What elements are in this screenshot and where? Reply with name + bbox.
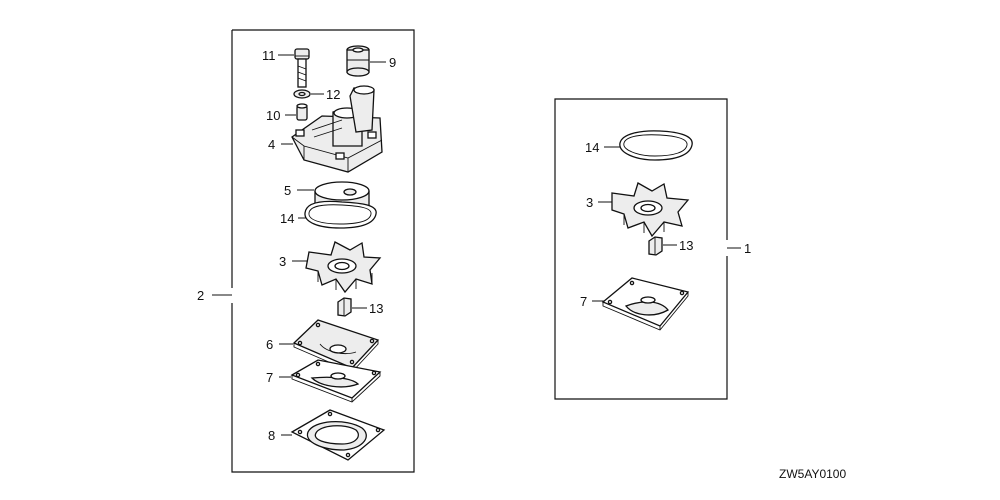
washer-part-12[interactable] — [293, 89, 311, 99]
gasket-part-14-right[interactable] — [619, 130, 693, 161]
grommet-part-9[interactable] — [346, 45, 370, 77]
pin-part-10[interactable] — [296, 103, 308, 121]
callout-part-6[interactable]: 6 — [266, 337, 273, 352]
callout-assembly-2[interactable]: 2 — [197, 288, 204, 303]
impeller-part-3-left[interactable] — [305, 241, 382, 294]
callout-part-14-right[interactable]: 14 — [585, 140, 599, 155]
plate-part-7-right[interactable] — [601, 277, 690, 331]
assembly-frame-right — [554, 98, 741, 400]
callout-part-13-right[interactable]: 13 — [679, 238, 693, 253]
callout-part-3-left[interactable]: 3 — [279, 254, 286, 269]
key-part-13-right[interactable] — [648, 236, 663, 256]
callout-part-7-left[interactable]: 7 — [266, 370, 273, 385]
callout-part-9[interactable]: 9 — [389, 55, 396, 70]
impeller-part-3-right[interactable] — [611, 182, 690, 238]
gasket-part-14-left[interactable] — [304, 200, 377, 229]
callout-part-14-left[interactable]: 14 — [280, 211, 294, 226]
diagram-code: ZW5AY0100 — [779, 467, 846, 481]
callout-part-7-right[interactable]: 7 — [580, 294, 587, 309]
plate-part-7-left[interactable] — [290, 359, 382, 403]
assembly-frame-left — [212, 29, 415, 473]
callout-part-4[interactable]: 4 — [268, 137, 275, 152]
callout-part-3-right[interactable]: 3 — [586, 195, 593, 210]
gasket-part-8[interactable] — [290, 409, 386, 461]
callout-part-11[interactable]: 11 — [262, 48, 276, 63]
key-part-13-left[interactable] — [337, 297, 352, 317]
bolt-part-11[interactable] — [294, 48, 310, 88]
callout-part-8[interactable]: 8 — [268, 428, 275, 443]
callout-part-13-left[interactable]: 13 — [369, 301, 383, 316]
callout-part-10[interactable]: 10 — [266, 108, 280, 123]
callout-part-12[interactable]: 12 — [326, 87, 340, 102]
callout-part-5[interactable]: 5 — [284, 183, 291, 198]
pump-housing-part-4[interactable] — [291, 85, 383, 173]
callout-assembly-1[interactable]: 1 — [744, 241, 751, 256]
